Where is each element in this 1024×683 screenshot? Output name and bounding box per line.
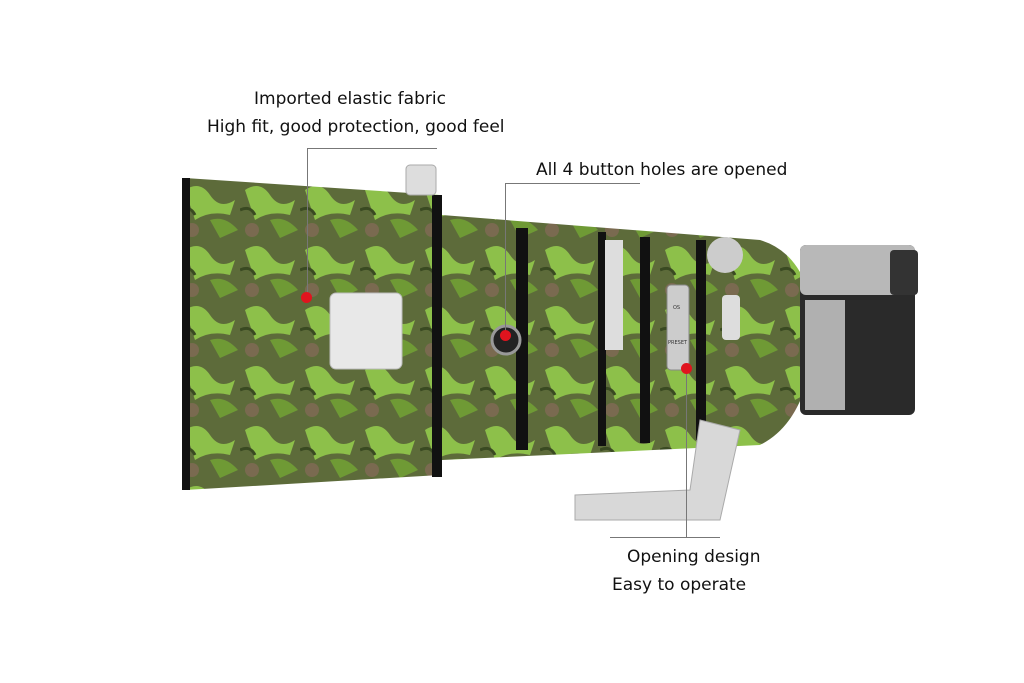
opening-marker-dot [681,363,692,374]
leader-line [307,148,437,149]
callout-fabric-subtitle: High fit, good protection, good feel [207,117,505,137]
os-label: OS [673,305,681,311]
callout-opening-title: Opening design [627,547,761,567]
button-hole-marker-dot [500,330,511,341]
leader-line [610,537,720,538]
leader-line [505,183,640,184]
callout-fabric-title: Imported elastic fabric [254,89,446,109]
fabric-marker-dot [301,292,312,303]
leader-line [505,183,506,335]
leader-line [307,148,308,298]
callout-opening-subtitle: Easy to operate [612,575,747,595]
leader-line [686,368,687,537]
callout-buttons-title: All 4 button holes are opened [536,160,788,180]
preset-label: PRESET [668,340,688,346]
